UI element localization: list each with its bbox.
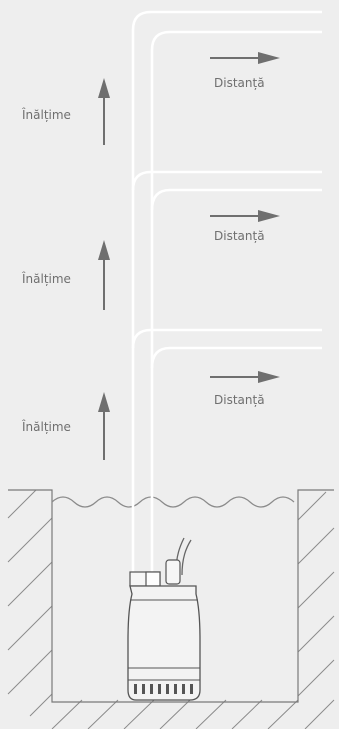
submersible-pump	[127, 559, 201, 701]
pit-outline	[8, 489, 334, 703]
height-label-2: Înălțime	[21, 271, 71, 286]
distance-label-1: Distanță	[214, 76, 265, 90]
distance-arrow-3	[210, 371, 280, 383]
water-surface	[51, 496, 295, 508]
height-label-3: Înălțime	[21, 419, 71, 434]
height-arrow-1	[98, 78, 110, 145]
distance-label-3: Distanță	[214, 393, 265, 407]
discharge-pipes	[131, 10, 322, 575]
distance-label-2: Distanță	[214, 229, 265, 243]
ground-hatching	[7, 489, 335, 729]
distance-arrow-1	[210, 52, 280, 64]
height-arrow-2	[98, 240, 110, 310]
height-arrow-3	[98, 392, 110, 460]
distance-arrow-2	[210, 210, 280, 222]
height-label-1: Înălțime	[21, 107, 71, 122]
